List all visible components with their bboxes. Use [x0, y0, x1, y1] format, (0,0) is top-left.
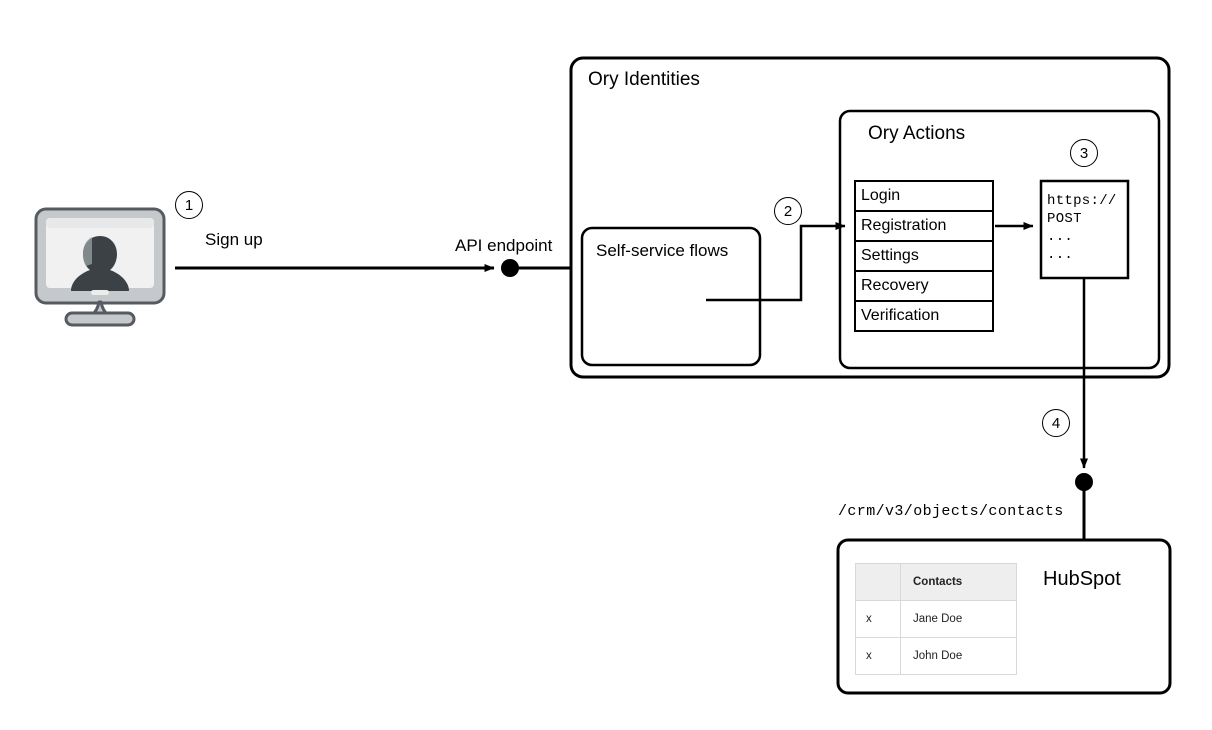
api-endpoint-dot	[501, 259, 519, 277]
row-mark: x	[855, 600, 901, 638]
step-2-badge: 2	[774, 197, 802, 225]
flow-item-recovery[interactable]: Recovery	[861, 277, 929, 294]
crm-path-label: /crm/v3/objects/contacts	[838, 503, 1064, 520]
step2-connector	[706, 222, 846, 302]
avatar-silhouette	[71, 236, 129, 291]
webhook-line-url: https://	[1047, 193, 1117, 209]
row-mark: x	[855, 637, 901, 675]
step-3-badge: 3	[1070, 139, 1098, 167]
flow-item-registration[interactable]: Registration	[861, 217, 947, 234]
webhook-line-method: POST	[1047, 211, 1082, 227]
table-header-contacts: Contacts	[900, 563, 1017, 601]
hubspot-title: HubSpot	[1043, 568, 1121, 590]
ory-identities-title: Ory Identities	[588, 69, 700, 90]
flow-list-box	[854, 180, 994, 332]
flow-item-login[interactable]: Login	[861, 187, 901, 204]
row-contact-name: Jane Doe	[900, 600, 1017, 638]
flow-item-settings[interactable]: Settings	[861, 247, 919, 264]
webhook-request-box	[1039, 179, 1130, 280]
row-contact-name: John Doe	[900, 637, 1017, 675]
step-1-badge: 1	[175, 191, 203, 219]
step-4-badge: 4	[1042, 409, 1070, 437]
table-header-blank	[855, 563, 901, 601]
webhook-line-ellipsis-2: ...	[1047, 247, 1074, 263]
table-row[interactable]: x Jane Doe	[855, 600, 1017, 638]
self-service-flows-title: Self-service flows	[596, 241, 729, 260]
flow-item-verification[interactable]: Verification	[861, 307, 940, 324]
sign-up-label: Sign up	[205, 230, 263, 249]
contacts-table: Contacts x Jane Doe x John Doe	[855, 563, 1017, 675]
self-service-flows-box	[580, 226, 762, 367]
monitor-user-icon	[34, 207, 166, 327]
ory-actions-title: Ory Actions	[868, 123, 966, 144]
webhook-line-ellipsis-1: ...	[1047, 229, 1074, 245]
table-row[interactable]: x John Doe	[855, 637, 1017, 675]
api-endpoint-label: API endpoint	[455, 236, 553, 255]
table-header-row: Contacts	[855, 563, 1017, 601]
